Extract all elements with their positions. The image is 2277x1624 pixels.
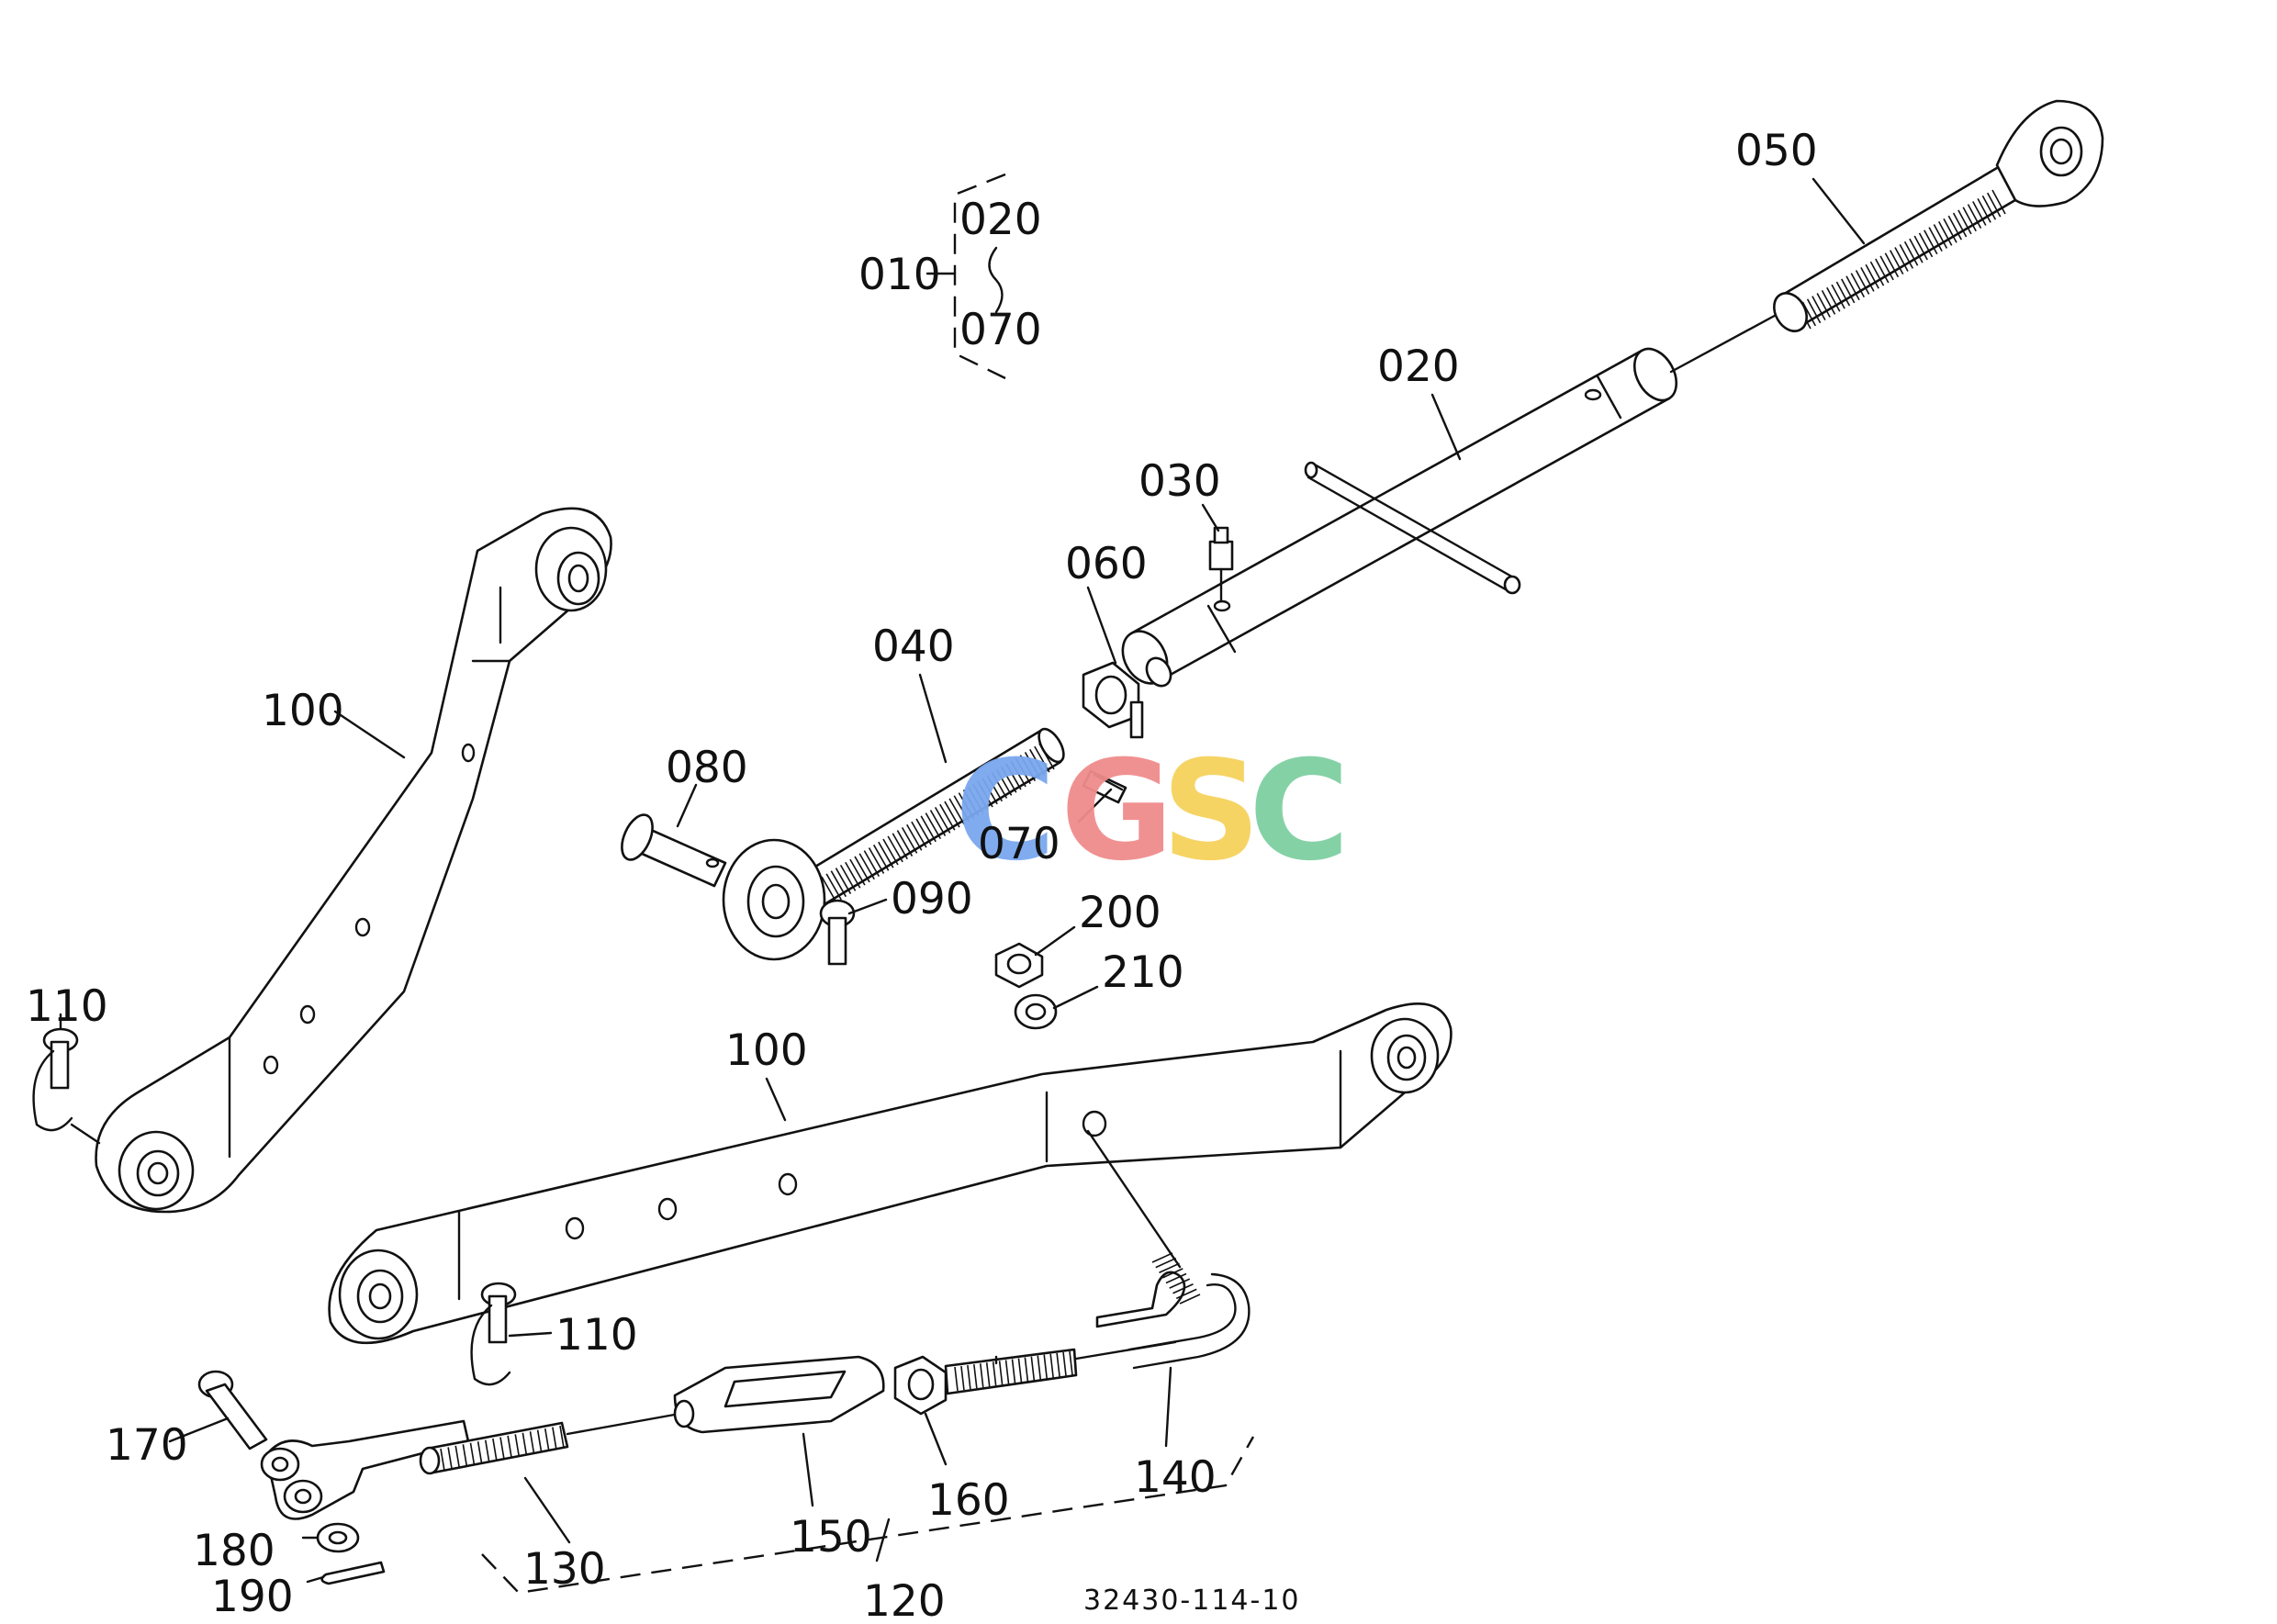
- label-090: 090: [891, 874, 973, 924]
- label-020: 020: [1377, 342, 1460, 392]
- threaded-rod-040: [722, 727, 1065, 961]
- top-link-tube: [1121, 347, 1678, 688]
- label-120: 120: [863, 1576, 946, 1619]
- assembly-bracket-010: [925, 173, 1006, 380]
- label-060: 060: [1065, 539, 1148, 589]
- label-140: 140: [1134, 1452, 1217, 1503]
- watermark-letter-4: C: [1249, 732, 1350, 891]
- label-210: 210: [1102, 947, 1184, 998]
- leader-lines: [59, 177, 1866, 1584]
- spring-pin-070: [1082, 769, 1127, 804]
- label-150: 150: [790, 1512, 872, 1562]
- label-070-bracket: 070: [959, 305, 1042, 355]
- label-130: 130: [523, 1544, 606, 1595]
- label-110-left: 110: [26, 981, 108, 1032]
- label-100-right: 100: [725, 1025, 808, 1076]
- label-050: 050: [1735, 126, 1818, 176]
- label-100-left: 100: [262, 686, 344, 736]
- drawing-code: 32430-114-10: [1083, 1585, 1301, 1617]
- label-020-bracket: 020: [959, 195, 1042, 245]
- part-labels: 010 020 070 050 020 030 060 040 080 070 …: [26, 126, 1818, 1624]
- label-160: 160: [927, 1475, 1010, 1526]
- nut-200: [994, 942, 1044, 989]
- watermark-letter-3: S: [1161, 732, 1261, 891]
- label-200: 200: [1079, 888, 1161, 938]
- rod-end-050: [1669, 99, 2104, 374]
- label-170: 170: [106, 1420, 188, 1471]
- label-190: 190: [211, 1572, 294, 1619]
- pin-080: [621, 813, 727, 888]
- label-080: 080: [666, 743, 748, 793]
- watermark-letter-1: C: [955, 732, 1056, 891]
- lynch-pin-left: [32, 1027, 79, 1132]
- lower-link-arm-right: [328, 1002, 1453, 1345]
- label-070: 070: [978, 819, 1060, 869]
- label-010: 010: [858, 250, 941, 300]
- label-030: 030: [1138, 456, 1221, 507]
- label-110-right: 110: [555, 1310, 638, 1361]
- lower-link-arm-left: [95, 507, 612, 1214]
- watermark-letter-2: G: [1060, 732, 1173, 891]
- washer-210: [1014, 993, 1058, 1030]
- watermark: C G S C: [955, 732, 1350, 891]
- lock-nut-060: [1082, 661, 1144, 739]
- label-040: 040: [872, 622, 955, 672]
- check-chain-assembly-120: [197, 1252, 1255, 1595]
- lynch-pin-right: [470, 1282, 517, 1386]
- pin-090: [819, 899, 856, 966]
- label-180: 180: [193, 1526, 275, 1576]
